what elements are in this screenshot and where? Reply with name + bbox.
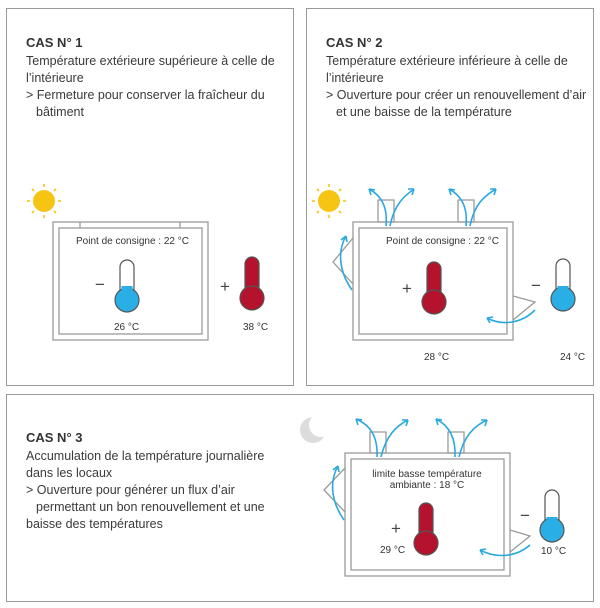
thermometer-icon [239,256,265,311]
case-2-desc-line: > Ouverture pour créer un renouvellement… [326,88,587,102]
case-1-desc-line: bâtiment [36,105,84,119]
case-2-desc-line: l’intérieure [326,71,384,85]
case-2-desc-line: et une baisse de la température [336,105,512,119]
case-1-title: CAS N° 1 [26,35,83,50]
airflow-arrow-icon [339,188,536,324]
case-2-panel [306,8,594,386]
inside-temp-label: 26 °C [114,322,140,333]
thermometer-icon [413,502,439,556]
case-1-desc-line: l’intérieure [26,71,84,85]
plus-sign: + [402,279,412,298]
plus-sign: + [391,519,401,538]
outside-temp-label: 24 °C [560,352,586,363]
sun-icon [312,184,346,218]
case-3-desc-line: Accumulation de la température journaliè… [26,449,265,463]
case-3-desc-line: > Ouverture pour générer un flux d’air [26,483,235,497]
building-2-frame [332,199,537,341]
case-2-desc-line: Température extérieure inférieure à cell… [326,54,568,68]
case-2-title: CAS N° 2 [326,35,383,50]
case-1-desc-line: > Fermeture pour conserver la fraîcheur … [26,88,265,102]
thermometer-icon [550,258,576,312]
building-1-frame [52,221,209,341]
case-3-desc-line: dans les locaux [26,466,113,480]
plus-sign: + [220,277,230,296]
case-3-desc-line: permettant un bon renouvellement et une [36,500,265,514]
case-3-desc-line: baisse des températures [26,517,163,531]
inside-temp-label: 29 °C [380,545,406,556]
thermometer-icon [539,489,565,543]
moon-icon [300,413,333,443]
case-3-panel [6,394,594,602]
minus-sign: − [95,275,105,294]
case-2-text: CAS N° 2 Température extérieure inférieu… [326,34,588,121]
setpoint-label: Point de consigne : 22 °C [386,236,499,247]
low-limit-label: limite basse température ambiante : 18 °… [372,469,482,491]
case-1-text: CAS N° 1 Température extérieure supérieu… [26,34,286,121]
minus-sign: − [531,276,541,295]
outside-temp-label: 10 °C [541,546,567,557]
thermometer-icon [421,261,447,315]
case-3-title: CAS N° 3 [26,430,83,445]
thermometer-icon [114,259,140,313]
outside-temp-label: 38 °C [243,322,269,333]
minus-sign: − [520,506,530,525]
building-3-frame [323,431,532,577]
sun-icon [27,184,61,218]
inside-temp-label: 28 °C [424,352,450,363]
setpoint-label: Point de consigne : 22 °C [76,236,189,247]
low-limit-line: ambiante : 18 °C [389,480,465,491]
case-3-text: CAS N° 3 Accumulation de la température … [26,429,286,533]
low-limit-line: limite basse température [372,469,482,480]
airflow-arrow-icon [331,418,531,557]
case-1-desc-line: Température extérieure supérieure à cell… [26,54,275,68]
